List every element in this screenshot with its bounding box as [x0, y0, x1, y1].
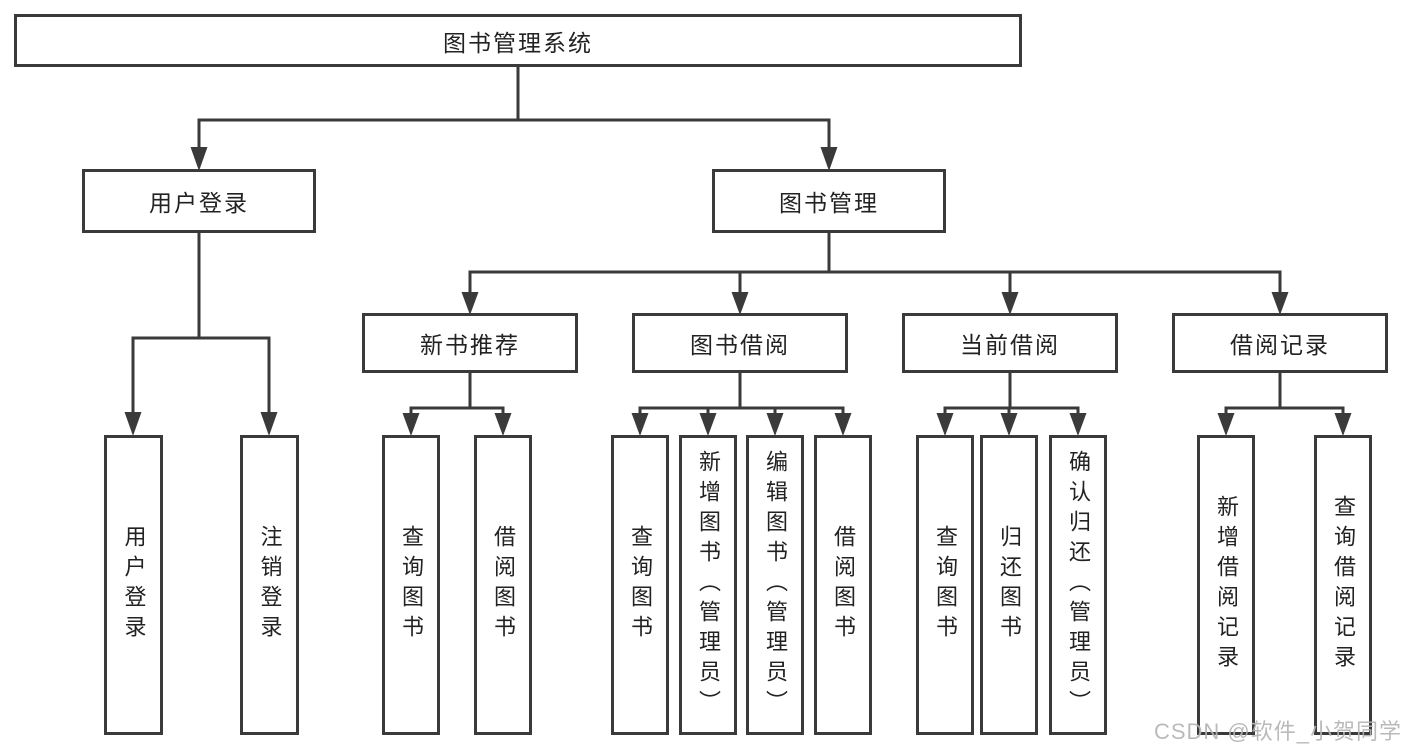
node-borrow-records: 借阅记录: [1172, 313, 1388, 373]
leaf-borrow-query-books: 查询图书: [611, 435, 669, 735]
leaf-user-login: 用户登录: [104, 435, 163, 735]
leaf-borrow-borrow-books: 借阅图书: [814, 435, 872, 735]
leaf-borrow-edit-books-admin: 编辑图书（管理员）: [746, 435, 804, 735]
node-current-borrow: 当前借阅: [902, 313, 1118, 373]
node-new-book-recommend: 新书推荐: [362, 313, 578, 373]
leaf-current-return-books: 归还图书: [980, 435, 1038, 735]
leaf-logout: 注销登录: [240, 435, 299, 735]
leaf-current-confirm-return-admin: 确认归还（管理员）: [1049, 435, 1107, 735]
leaf-records-query-record: 查询借阅记录: [1314, 435, 1372, 735]
node-user-login: 用户登录: [82, 169, 316, 233]
leaf-recommend-query-books: 查询图书: [382, 435, 440, 735]
leaf-borrow-add-books-admin: 新增图书（管理员）: [679, 435, 737, 735]
csdn-watermark: CSDN @软件_小贺同学: [1153, 719, 1402, 744]
node-book-management: 图书管理: [712, 169, 946, 233]
leaf-records-add-record: 新增借阅记录: [1197, 435, 1255, 735]
leaf-current-query-books: 查询图书: [916, 435, 974, 735]
leaf-recommend-borrow-books: 借阅图书: [474, 435, 532, 735]
node-library-system: 图书管理系统: [14, 14, 1022, 67]
node-book-borrow: 图书借阅: [632, 313, 848, 373]
